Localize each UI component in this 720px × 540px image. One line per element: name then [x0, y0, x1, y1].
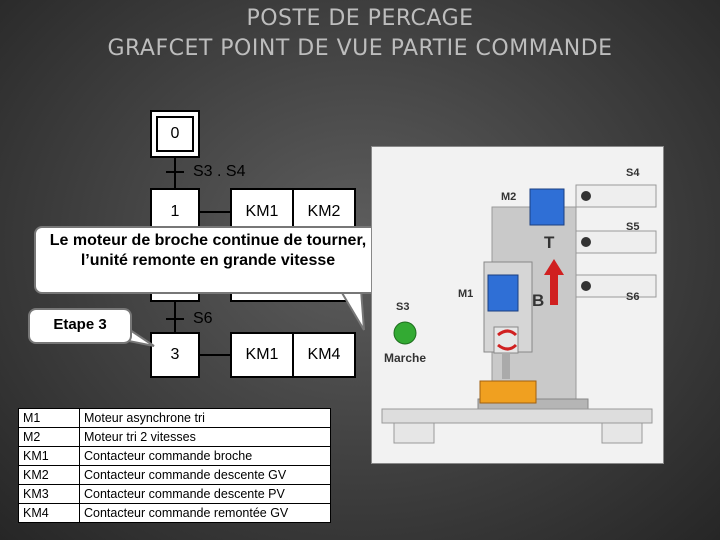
legend-code: KM3 [18, 484, 80, 504]
legend-code: KM4 [18, 503, 80, 523]
legend-description: Contacteur commande descente GV [79, 465, 331, 485]
link-0-1 [174, 158, 176, 188]
legend-code: M1 [18, 408, 80, 428]
transition-2-3 [166, 318, 184, 320]
legend-description: Contacteur commande broche [79, 446, 331, 466]
transition-condition-s6: S6 [193, 310, 213, 327]
page-title-line2: GRAFCET POINT DE VUE PARTIE COMMANDE [107, 36, 613, 61]
page-title-line1: POSTE DE PERCAGE [246, 6, 474, 31]
initial-step-outer[interactable]: 0 [150, 110, 200, 158]
transition-condition-s3-s4: S3 . S4 [193, 163, 246, 180]
label-t: T [544, 233, 555, 252]
label-s6: S6 [626, 291, 640, 303]
legend-description: Moteur asynchrone tri [79, 408, 331, 428]
initial-step-0: 0 [156, 116, 194, 152]
label-s5: S5 [626, 221, 640, 233]
label-s4: S4 [626, 167, 640, 179]
label-m2: M2 [501, 191, 517, 203]
link-2-3 [174, 302, 176, 344]
transition-0-1 [166, 171, 184, 173]
step-3[interactable]: 3 [150, 332, 200, 378]
label-marche: Marche [384, 351, 427, 365]
legend-code: KM2 [18, 465, 80, 485]
label-m1: M1 [458, 288, 474, 300]
drilling-machine-illustration: S4 S5 S6 M2 M1 S3 T B Marche [371, 146, 664, 464]
step-3-action-link [200, 354, 230, 356]
etape-label: Etape 3 [28, 308, 132, 344]
action-km1-step3: KM1 [230, 332, 294, 378]
legend-code: KM1 [18, 446, 80, 466]
step-1-action-link [200, 211, 230, 213]
legend-description: Moteur tri 2 vitesses [79, 427, 331, 447]
legend-code: M2 [18, 427, 80, 447]
label-s3: S3 [396, 301, 410, 313]
action-km4: KM4 [292, 332, 356, 378]
legend-description: Contacteur commande remontée GV [79, 503, 331, 523]
legend-description: Contacteur commande descente PV [79, 484, 331, 504]
label-b: B [532, 291, 545, 310]
callout-text: Le moteur de broche continue de tourner,… [34, 226, 382, 294]
